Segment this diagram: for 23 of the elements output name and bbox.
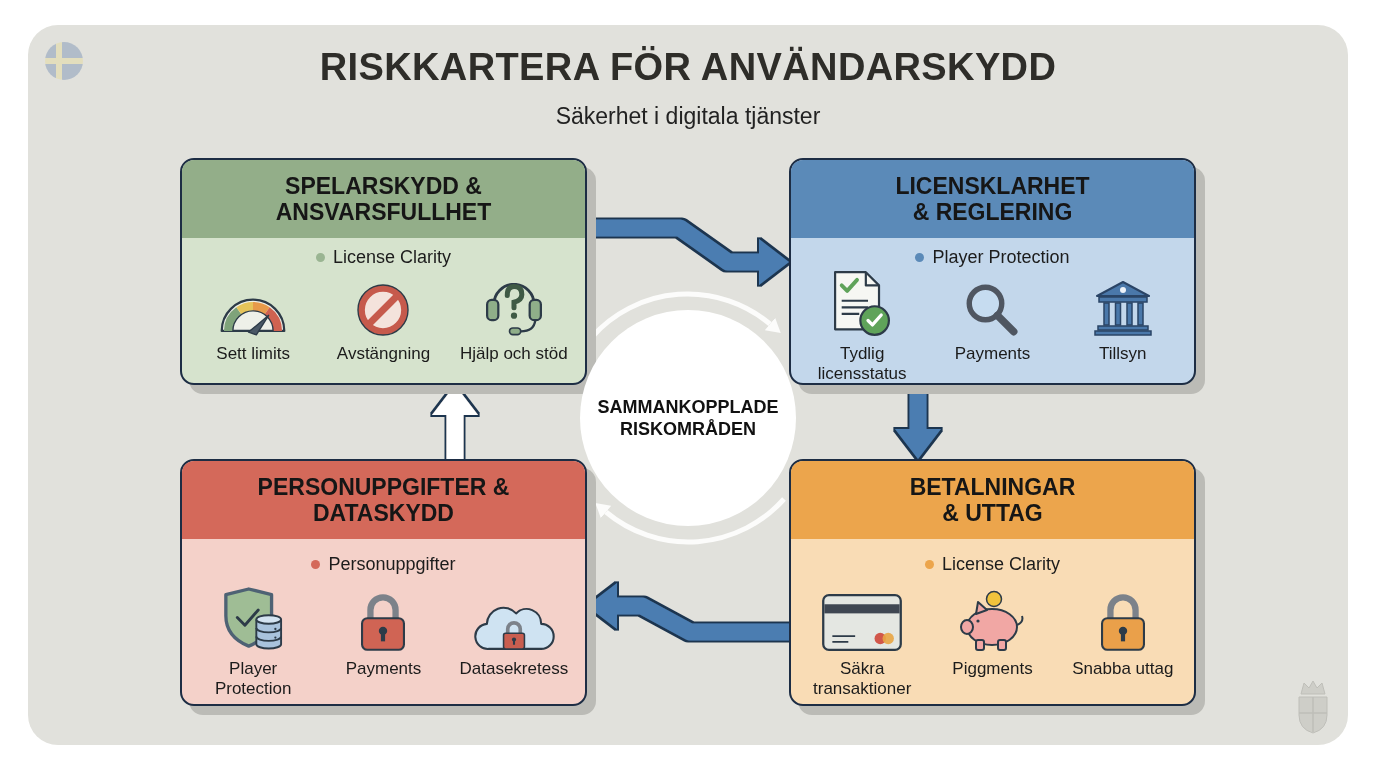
item-label: Snabba uttag [1072, 659, 1174, 679]
item-label: Datasekretess [459, 659, 569, 679]
item-label: Player Protection [213, 659, 293, 699]
card-title: SPELARSKYDD & ANSVARSFULLHET [274, 173, 493, 225]
subtitle: Säkerhet i digitala tjänster [555, 102, 821, 131]
card-title: LICENSKLARHET & REGLERING [894, 173, 1091, 225]
item-label: Säkra transaktioner [812, 659, 913, 699]
item-label: Sett limits [216, 344, 290, 364]
item-label: Avstängning [336, 344, 431, 364]
bullet-text: Player Protection [932, 246, 1070, 268]
bullet-text: Personuppgifter [328, 553, 456, 575]
bullet-text: License Clarity [941, 553, 1060, 575]
item-label: Piggments [952, 659, 1033, 679]
bullet-text: License Clarity [332, 246, 451, 268]
card-title: PERSONUPPGIFTER & DATASKYDD [256, 474, 511, 526]
page-title: RISKKARTERA FÖR ANVÄNDARSKYDD [319, 45, 1057, 90]
item-label: Payments [954, 344, 1031, 364]
circle-label: SAMMANKOPPLADE RISKOMRÅDEN [596, 395, 780, 441]
item-label: Payments [345, 659, 422, 679]
item-label: Tydlig licensstatus [816, 344, 908, 383]
item-label: Hjälp och stöd [459, 344, 568, 364]
item-label: Tillsyn [1099, 344, 1147, 364]
card-title: BETALNINGAR & UTTAG [908, 474, 1077, 526]
